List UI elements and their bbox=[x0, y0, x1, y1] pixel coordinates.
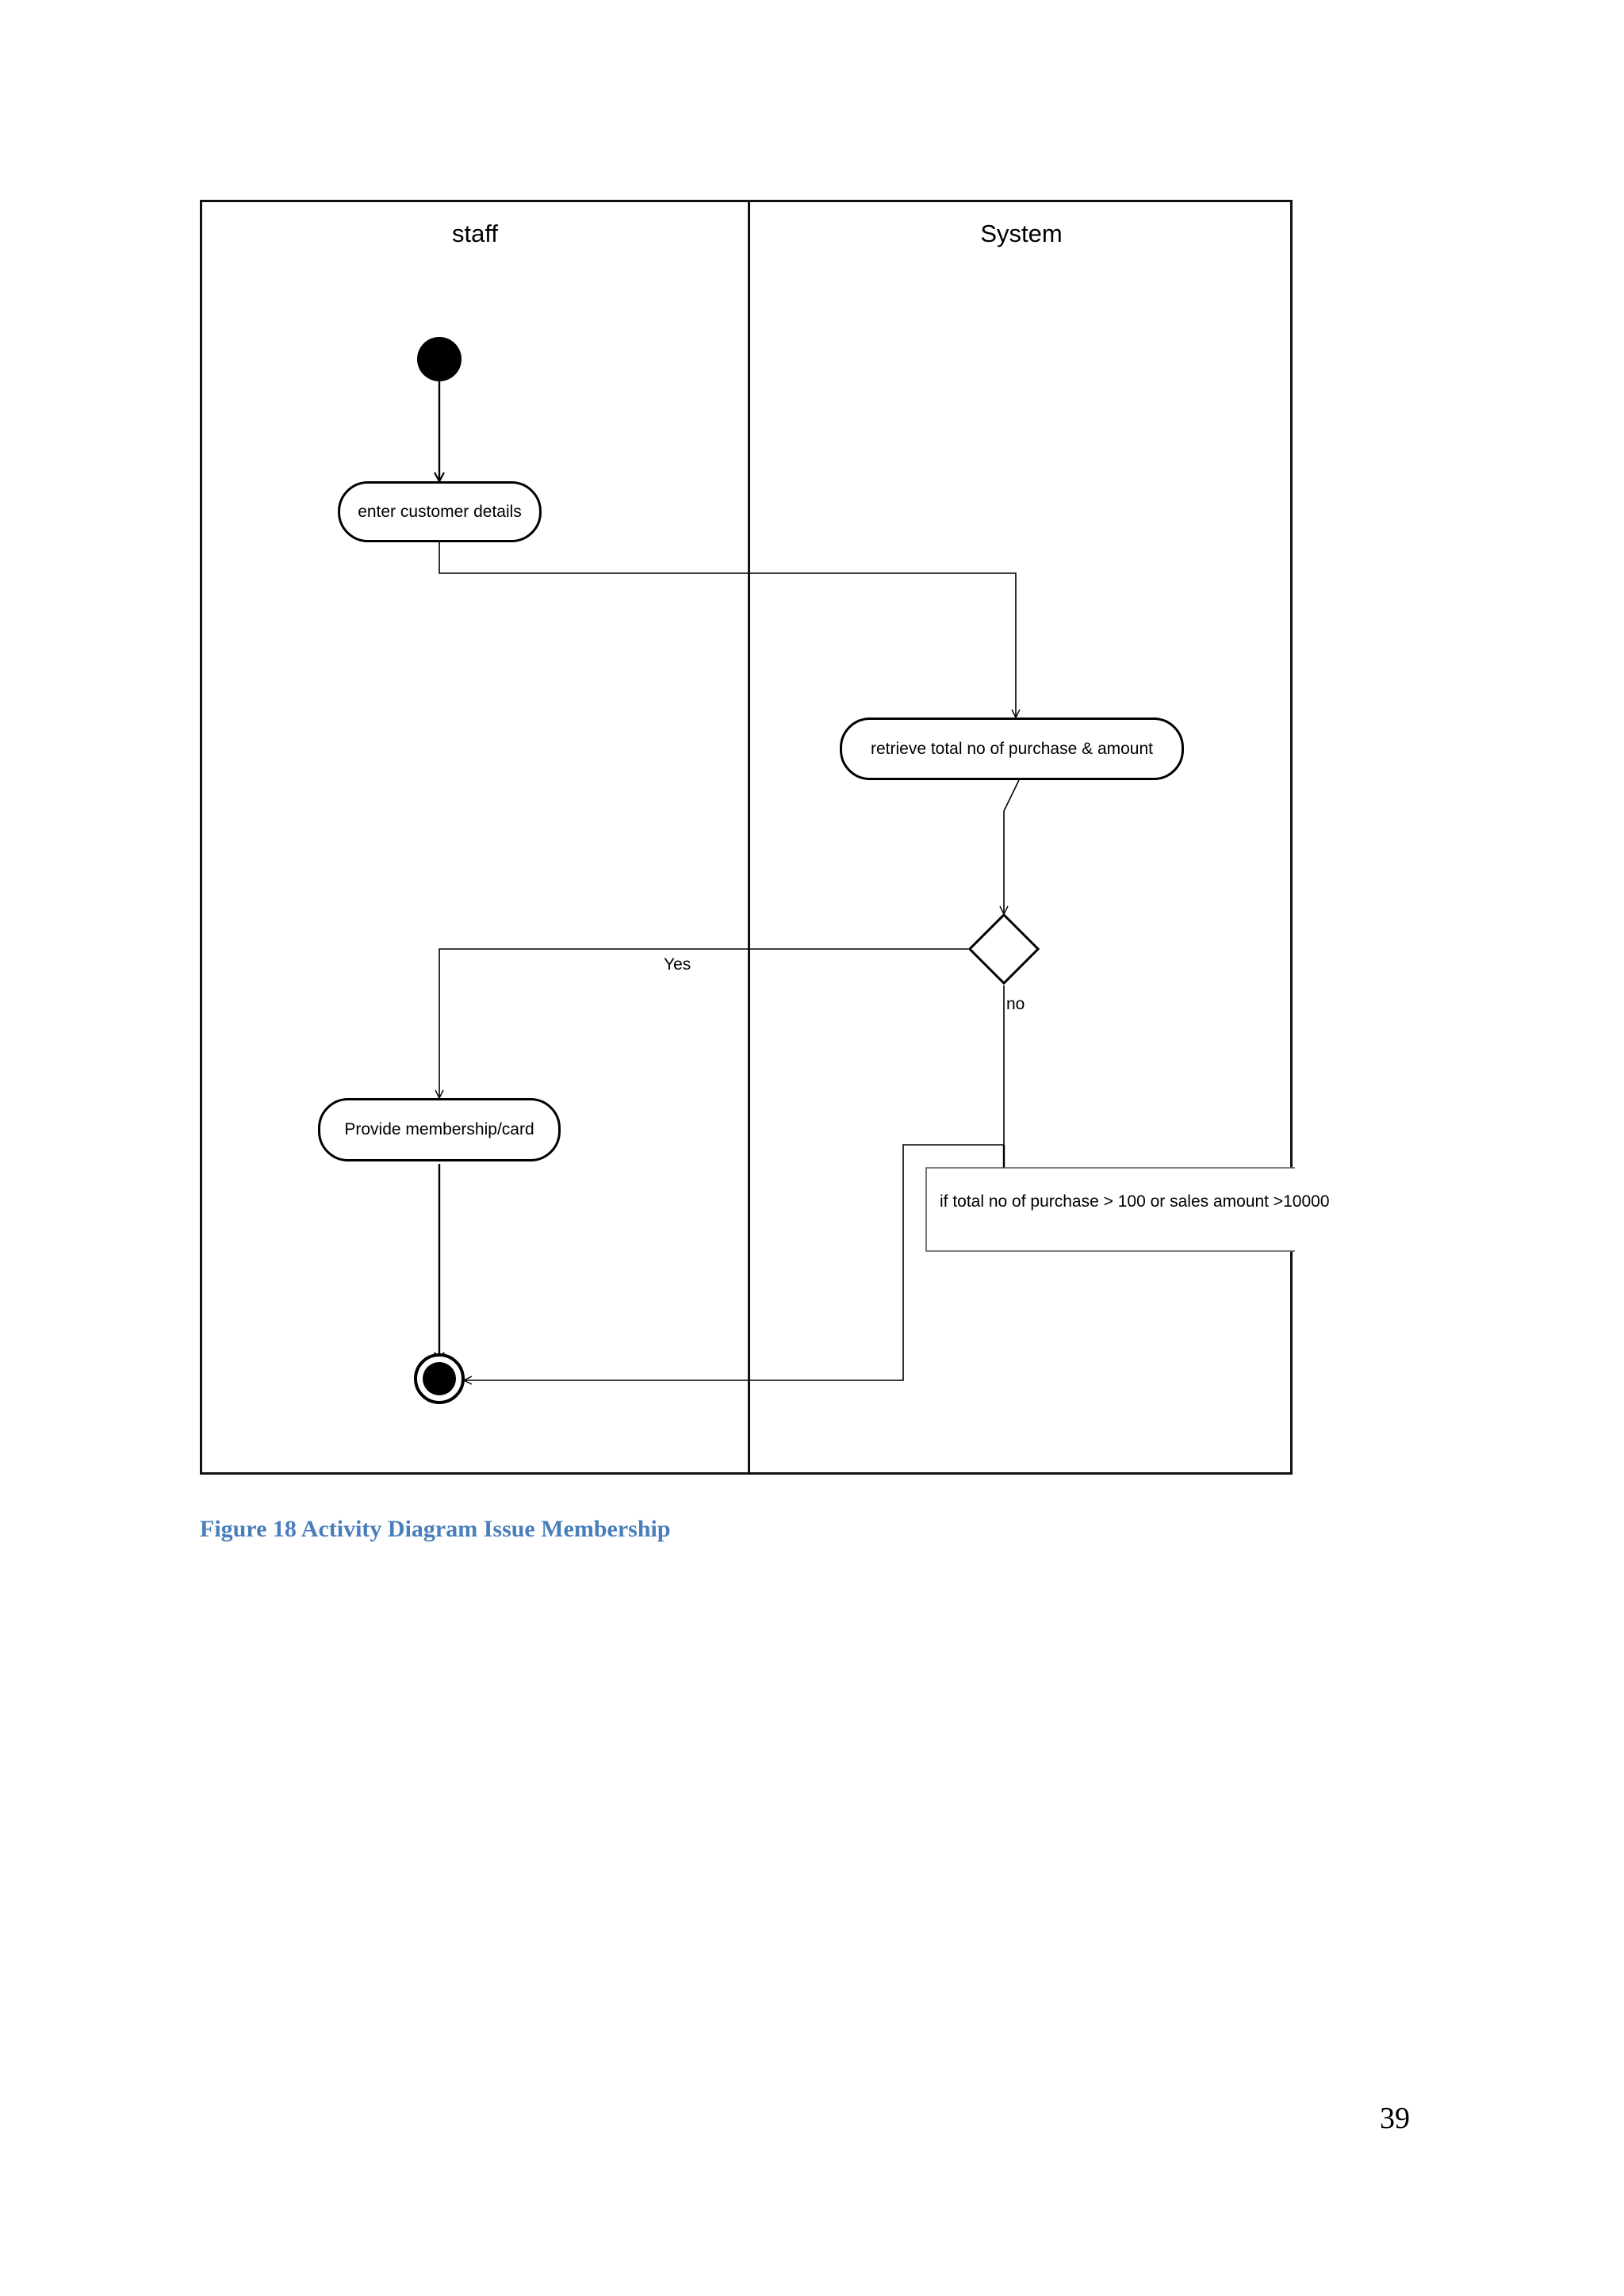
edge-retrieve-to-decision bbox=[999, 779, 1020, 916]
action-label: Provide membership/card bbox=[344, 1120, 534, 1138]
edge-enter-details-to-retrieve bbox=[439, 542, 1021, 719]
action-retrieve-total-purchase-amount[interactable]: retrieve total no of purchase & amount bbox=[840, 718, 1184, 780]
edge-label-no: no bbox=[1006, 995, 1025, 1013]
action-enter-customer-details[interactable]: enter customer details bbox=[338, 481, 542, 542]
activity-diagram-frame: staff System bbox=[200, 200, 1330, 1475]
page-number: 39 bbox=[1380, 2102, 1410, 2135]
action-label: enter customer details bbox=[358, 502, 522, 521]
edge-decision-yes-to-provide-card bbox=[435, 948, 968, 1100]
swimlane-header-system: System bbox=[980, 220, 1063, 247]
swimlane-header-staff: staff bbox=[451, 220, 499, 247]
initial-node[interactable] bbox=[417, 337, 462, 381]
edge-label-yes: Yes bbox=[664, 955, 691, 974]
final-node[interactable] bbox=[414, 1353, 465, 1404]
action-label: retrieve total no of purchase & amount bbox=[870, 739, 1154, 758]
note-condition-text: if total no of purchase > 100 or sales a… bbox=[940, 1192, 1330, 1211]
edge-decision-no-to-end bbox=[462, 985, 1005, 1385]
decision-node[interactable] bbox=[967, 913, 1040, 985]
figure-caption: Figure 18 Activity Diagram Issue Members… bbox=[200, 1516, 671, 1542]
action-provide-membership-card[interactable]: Provide membership/card bbox=[318, 1098, 561, 1161]
final-node-core bbox=[423, 1362, 456, 1395]
swimlane-divider bbox=[748, 202, 750, 1472]
